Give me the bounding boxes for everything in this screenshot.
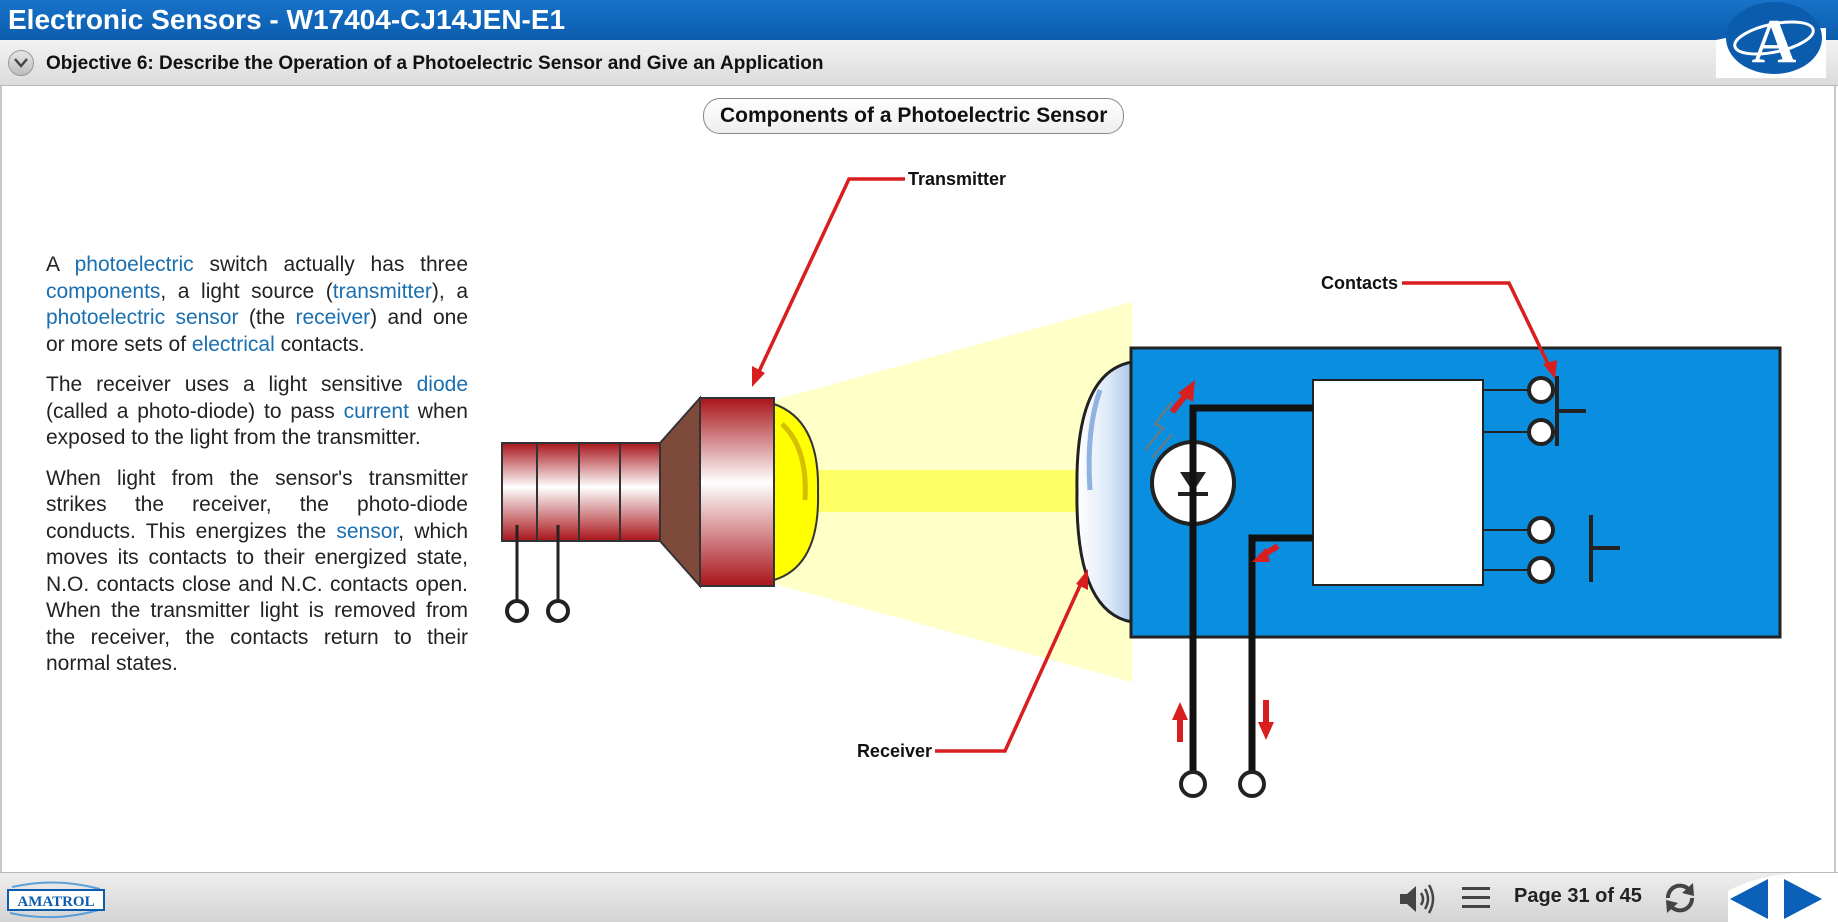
receiver — [1075, 346, 1782, 798]
glossary-term-link[interactable]: receiver — [295, 306, 371, 329]
glossary-term-link[interactable]: sensor — [336, 519, 399, 543]
amatrol-a-logo: A — [1716, 2, 1826, 78]
paragraph: When light from the sensor's transmitter… — [46, 466, 468, 678]
transmitter-callout: Transmitter — [752, 169, 1006, 387]
body-text: ) and one or more sets of — [46, 306, 468, 356]
speaker-icon[interactable] — [1398, 883, 1436, 915]
slide-title: Components of a Photoelectric Sensor — [703, 98, 1125, 134]
glossary-term-link[interactable]: diode — [416, 373, 468, 396]
transmitter-label: Transmitter — [908, 169, 1006, 189]
glossary-term-link[interactable]: current — [343, 399, 409, 423]
forward-arrow-icon[interactable] — [1784, 879, 1822, 919]
photoelectric-sensor-diagram: Transmitter Contacts Receiver — [501, 169, 1782, 798]
title-bar: Electronic Sensors - W17404-CJ14JEN-E1 — [0, 0, 1838, 40]
body-text: (the — [238, 306, 296, 329]
glossary-term-link[interactable]: components — [46, 279, 161, 303]
body-text: , a light source ( — [160, 279, 333, 303]
light-beam — [775, 470, 1135, 512]
course-title: Electronic Sensors - W17404-CJ14JEN-E1 — [8, 4, 566, 35]
refresh-icon[interactable] — [1660, 881, 1700, 915]
contacts-callout: Contacts — [1321, 273, 1557, 379]
receiver-callout: Receiver — [857, 569, 1088, 761]
objective-toggle-button[interactable] — [8, 50, 34, 76]
amatrol-logo: AMATROL — [7, 881, 105, 919]
logo-letter: A — [1752, 8, 1797, 76]
body-text: ), a — [431, 279, 468, 303]
glossary-term-link[interactable]: electrical — [191, 332, 275, 356]
glossary-term-link[interactable]: photoelectric — [74, 253, 194, 276]
body-text: switch actually has three — [193, 253, 468, 276]
glossary-term-link[interactable]: photoelectric sensor — [46, 306, 239, 329]
chevron-down-icon — [14, 58, 28, 68]
paragraph: A photoelectric switch actually has thre… — [46, 252, 468, 358]
footer-bar: AMATROL Page 31 of 45 — [0, 872, 1838, 922]
transmitter — [501, 395, 820, 623]
menu-icon[interactable] — [1461, 885, 1491, 911]
objective-title: Objective 6: Describe the Operation of a… — [46, 53, 824, 74]
navigation-buttons — [1728, 873, 1838, 922]
contacts-label: Contacts — [1321, 273, 1398, 293]
contacts — [1483, 376, 1620, 584]
back-arrow-icon[interactable] — [1730, 879, 1768, 919]
receiver-label: Receiver — [857, 741, 932, 761]
paragraph: The receiver uses a light sensitive diod… — [46, 372, 468, 452]
body-text: contacts. — [274, 332, 365, 356]
brand-text: AMATROL — [17, 894, 94, 910]
body-text: When light from the sensor's transmitter… — [46, 466, 468, 543]
body-text: , which moves its contacts to their ener… — [46, 519, 469, 676]
explanation-text: A photoelectric switch actually has thre… — [46, 252, 468, 692]
content-area — [0, 86, 1836, 872]
glossary-term-link[interactable]: transmitter — [332, 279, 432, 303]
body-text: A — [46, 253, 75, 276]
objective-bar: Objective 6: Describe the Operation of a… — [0, 40, 1838, 86]
body-text: when exposed to the light from the trans… — [46, 399, 468, 450]
page-indicator: Page 31 of 45 — [1514, 885, 1642, 907]
body-text: (called a photo-diode) to pass — [46, 399, 344, 423]
body-text: The receiver uses a light sensitive — [46, 373, 417, 396]
